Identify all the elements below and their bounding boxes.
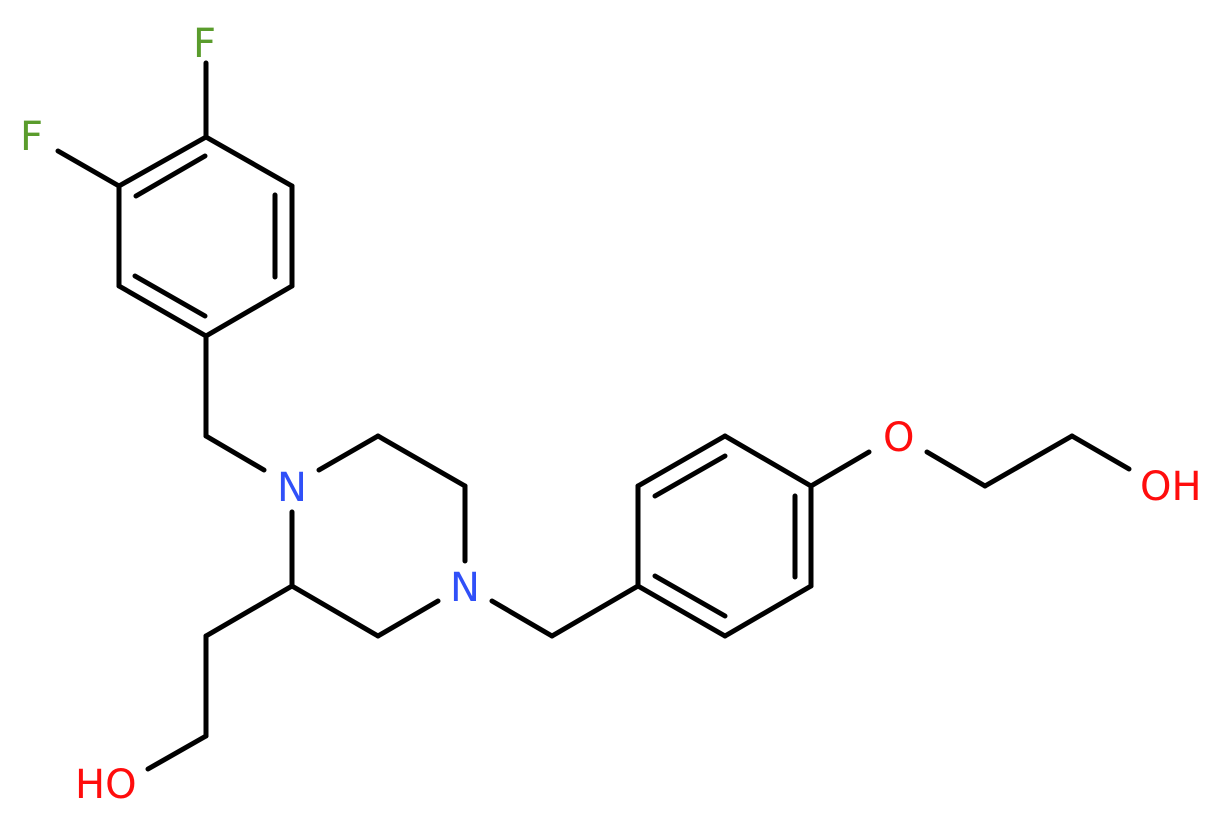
- bonds: [55, 60, 1132, 772]
- nitrogen-atom-1: N: [277, 465, 307, 511]
- hydroxyl-group-bottom: HO: [75, 762, 137, 808]
- nitrogen-atom-4: N: [450, 565, 480, 611]
- fluorine-atom-top: F: [193, 21, 216, 67]
- hydroxyl-group-right: OH: [1140, 464, 1202, 510]
- atom-labels: F F N N O OH HO: [20, 21, 1202, 808]
- fluorine-atom-left: F: [20, 114, 43, 160]
- ether-oxygen-atom: O: [883, 415, 914, 461]
